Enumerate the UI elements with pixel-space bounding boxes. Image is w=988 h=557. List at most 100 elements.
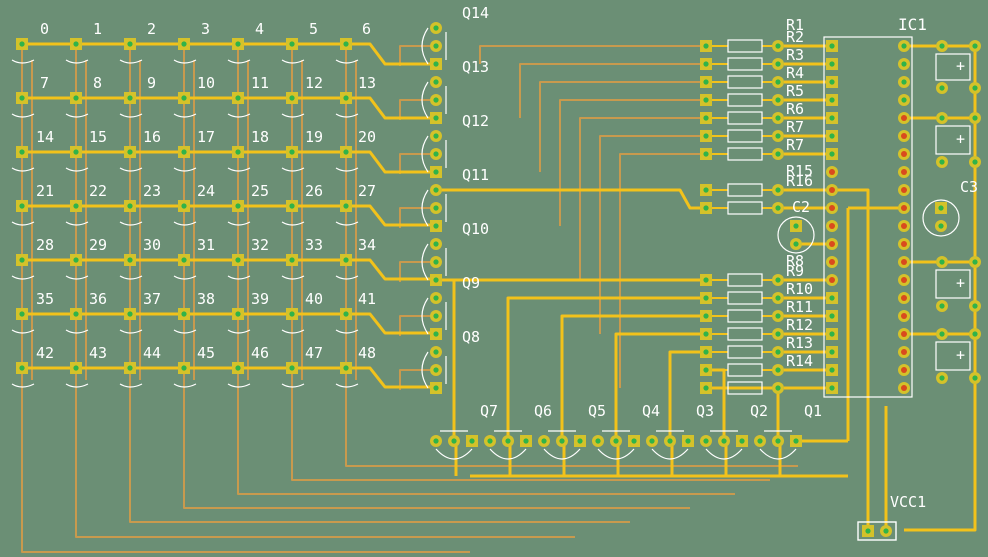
led-pad (16, 92, 28, 104)
resistor-pad (700, 364, 712, 376)
led-pad (70, 92, 82, 104)
transistor-label-Q5: Q5 (588, 402, 606, 420)
ic-pad (898, 364, 910, 376)
capacitor-pad (935, 202, 947, 214)
led-pad (286, 308, 298, 320)
transistor-pad (502, 435, 514, 447)
resistor-body (727, 381, 763, 395)
transistor-pad (430, 220, 442, 232)
top-trace (22, 204, 436, 227)
resistor-body (727, 39, 763, 53)
resistor-pad (700, 328, 712, 340)
led-pad (124, 362, 136, 374)
resistor-pad (700, 130, 712, 142)
led-outline (119, 383, 143, 388)
led-label-23: 23 (143, 182, 161, 200)
transistor-outline (421, 81, 429, 119)
resistor-label-R15: R15 (786, 162, 813, 180)
transistor-label-Q13: Q13 (462, 58, 489, 76)
led-label-10: 10 (197, 74, 215, 92)
transistor-label-Q1: Q1 (804, 402, 822, 420)
led-label-36: 36 (89, 290, 107, 308)
led-outline (11, 113, 35, 118)
led-outline (227, 59, 251, 64)
transistor-outline (421, 351, 429, 389)
transistor-pad (646, 435, 658, 447)
led-outline (173, 275, 197, 280)
resistor-body (727, 147, 763, 161)
led-label-15: 15 (89, 128, 107, 146)
led-label-19: 19 (305, 128, 323, 146)
transistor-pad (430, 184, 442, 196)
resistor-pad (772, 310, 784, 322)
transistor-pad (430, 94, 442, 106)
transistor-pad (664, 435, 676, 447)
ic-pad (898, 166, 910, 178)
transistor-pad (466, 435, 478, 447)
ic-pad (826, 256, 838, 268)
led-pad (286, 38, 298, 50)
transistor-outline (543, 448, 581, 460)
transistor-pad (610, 435, 622, 447)
resistor-pad (700, 346, 712, 358)
top-trace (22, 96, 436, 120)
led-label-22: 22 (89, 182, 107, 200)
transistor-pad (484, 435, 496, 447)
top-trace (830, 188, 870, 406)
switch-pad (936, 156, 948, 168)
led-pad (124, 254, 136, 266)
switch-plus: + (956, 346, 965, 364)
switch-plus: + (956, 57, 965, 75)
bottom-trace (399, 261, 436, 282)
led-label-2: 2 (147, 20, 156, 38)
switch-plus: + (956, 130, 965, 148)
transistor-pad (430, 166, 442, 178)
ic-pin1-pad (826, 40, 838, 52)
vcc-pad (880, 525, 892, 537)
ic-pad (898, 58, 910, 70)
bottom-trace (399, 369, 436, 390)
resistor-label-R2: R3 (786, 46, 804, 64)
led-pad (124, 308, 136, 320)
resistor-label-R3: R4 (786, 64, 804, 82)
led-pad (340, 254, 352, 266)
led-pad (232, 92, 244, 104)
led-outline (11, 59, 35, 64)
led-outline (119, 59, 143, 64)
bottom-trace (399, 99, 436, 120)
switch-pad (969, 328, 981, 340)
switch-pad (936, 112, 948, 124)
transistor-label-Q2: Q2 (750, 402, 768, 420)
transistor-outline (651, 448, 689, 460)
led-pad (178, 92, 190, 104)
ic-pad (898, 184, 910, 196)
ic-pad (898, 238, 910, 250)
bottom-trace (479, 45, 706, 64)
switch-pad (936, 300, 948, 312)
ic-pad (898, 328, 910, 340)
led-pad (286, 92, 298, 104)
switch-pad (969, 82, 981, 94)
led-pad (16, 254, 28, 266)
led-label-29: 29 (89, 236, 107, 254)
resistor-pad (700, 274, 712, 286)
led-pad (340, 200, 352, 212)
capacitor-pad (790, 238, 802, 250)
vcc-connector-outline (857, 521, 897, 541)
led-label-34: 34 (358, 236, 376, 254)
capacitor-c3-label: C3 (960, 178, 978, 196)
led-outline (227, 221, 251, 226)
ic-pad (826, 184, 838, 196)
resistor-pad (700, 382, 712, 394)
led-outline (281, 329, 305, 334)
resistor-label-R12: R13 (786, 334, 813, 352)
led-label-44: 44 (143, 344, 161, 362)
resistor-pad (772, 328, 784, 340)
resistor-pad (772, 364, 784, 376)
vcc-label: VCC1 (890, 493, 926, 511)
top-trace (436, 188, 706, 210)
led-outline (335, 329, 359, 334)
transistor-pad (430, 328, 442, 340)
resistor-pad (772, 274, 784, 286)
